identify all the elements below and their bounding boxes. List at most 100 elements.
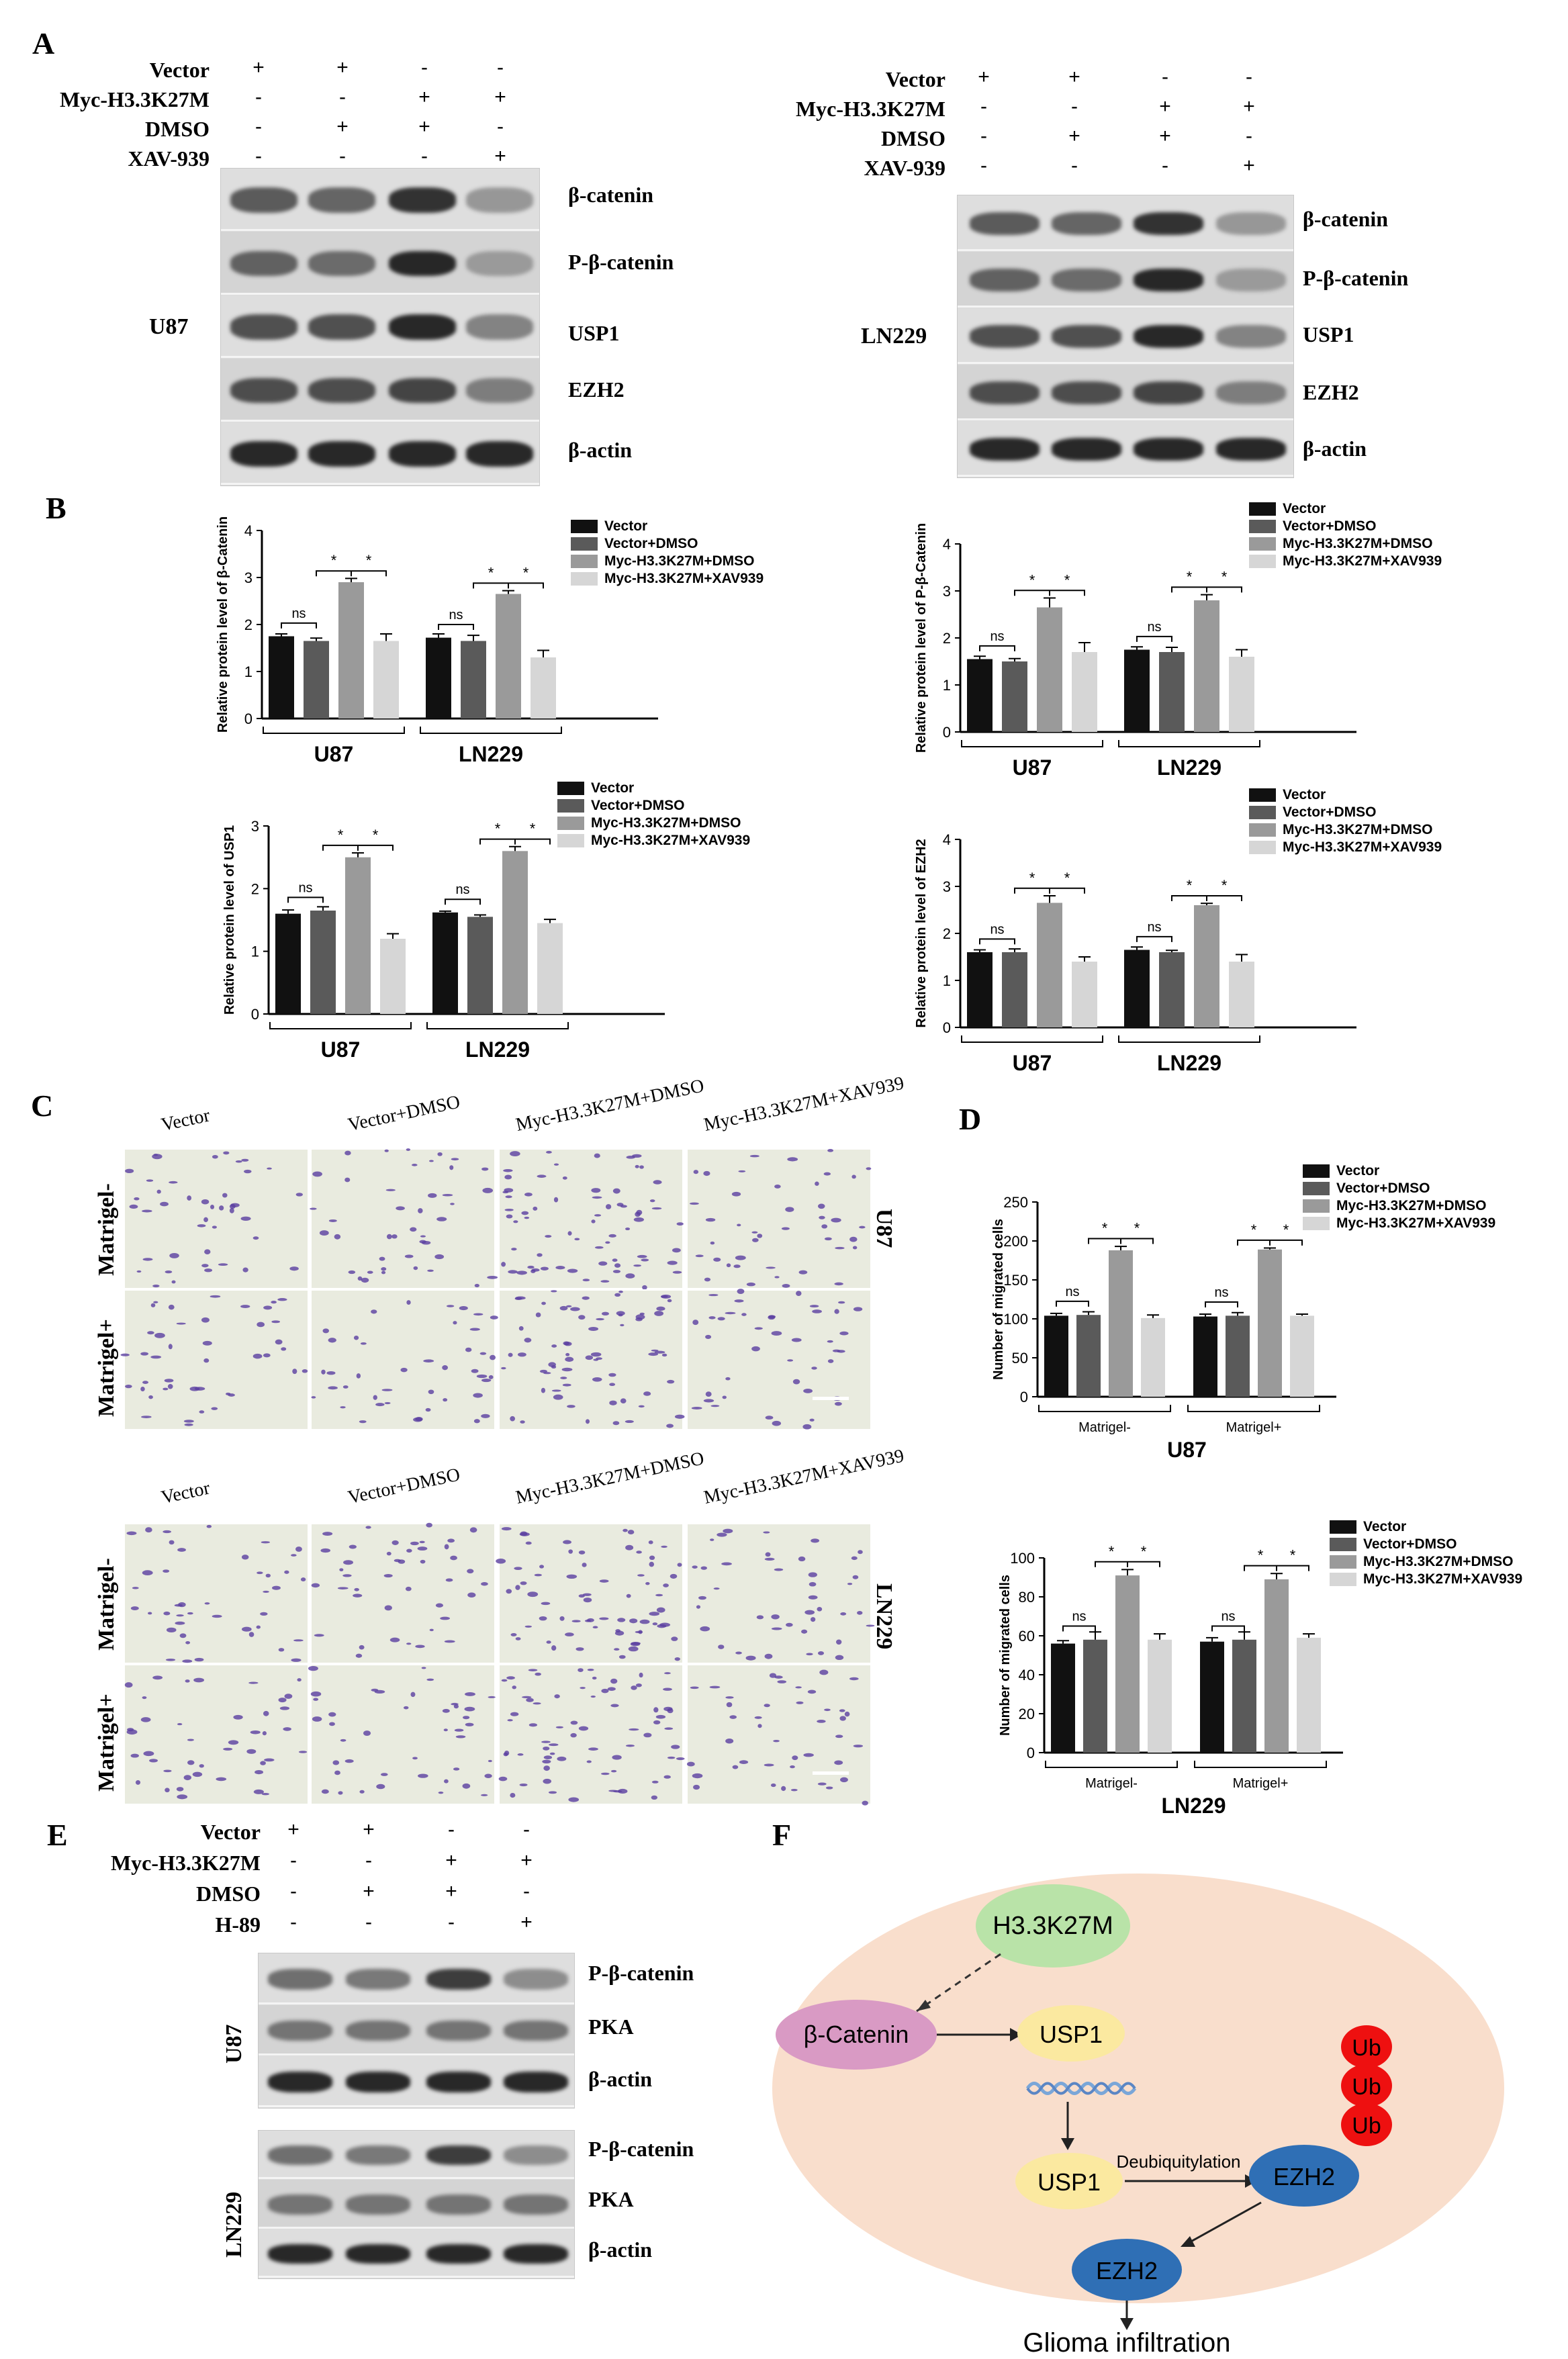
stained-cell <box>741 1313 747 1316</box>
stained-cell <box>751 1346 760 1352</box>
stained-cell <box>177 1548 186 1552</box>
y-tick-label: 2 <box>943 630 951 647</box>
stained-cell <box>817 1607 823 1612</box>
migration-micrograph <box>310 1148 498 1289</box>
blot-label: USP1 <box>1303 322 1354 346</box>
blot-band <box>268 2072 332 2092</box>
legend-swatch <box>1303 1217 1330 1230</box>
treatment-sign: - <box>365 1849 372 1871</box>
stained-cell <box>570 1732 577 1738</box>
stained-cell <box>717 1317 725 1321</box>
scale-bar <box>813 1771 849 1775</box>
stained-cell <box>629 1618 638 1624</box>
stained-cell <box>543 1755 553 1759</box>
star-annotation: * <box>1109 1543 1115 1560</box>
stained-cell <box>353 1593 363 1598</box>
group-bracket <box>1118 740 1260 747</box>
stained-cell <box>540 1266 549 1270</box>
scale-bar <box>813 1397 849 1400</box>
stained-cell <box>481 1582 488 1586</box>
group-label: U87 <box>314 742 354 766</box>
blot-strip <box>221 359 539 422</box>
blot-band <box>308 441 375 467</box>
stained-cell <box>608 1373 616 1377</box>
stained-cell <box>503 1752 508 1757</box>
arrow-h33-to-bcat <box>916 1953 1001 2013</box>
stained-cell <box>371 1688 379 1692</box>
stained-cell <box>754 1716 762 1719</box>
stained-cell <box>310 1691 322 1697</box>
stained-cell <box>313 1698 319 1701</box>
star-annotation: * <box>530 821 536 837</box>
stained-cell <box>427 1269 434 1273</box>
stained-cell <box>428 1389 434 1395</box>
stained-cell <box>218 1263 228 1266</box>
stained-cell <box>821 1224 828 1229</box>
stained-cell <box>653 1180 662 1185</box>
bar <box>1148 1639 1172 1753</box>
stained-cell <box>201 1199 210 1205</box>
stained-cell <box>580 1687 586 1690</box>
treatment-sign: - <box>1162 66 1168 88</box>
stained-cell <box>631 1642 641 1645</box>
stained-cell <box>440 1616 451 1620</box>
blot-band <box>466 377 533 404</box>
stained-cell <box>567 1268 578 1273</box>
y-tick-label: 0 <box>1027 1745 1035 1761</box>
stained-cell <box>635 1314 645 1320</box>
stained-cell <box>428 1160 434 1162</box>
stained-cell <box>798 1270 808 1275</box>
stained-cell <box>267 1167 272 1170</box>
stained-cell <box>179 1633 187 1638</box>
stained-cell <box>514 1297 522 1301</box>
stained-cell <box>553 1163 559 1166</box>
ns-annotation: ns <box>455 882 469 897</box>
stained-cell <box>241 1626 252 1632</box>
blot-strip <box>259 2131 574 2180</box>
stained-cell <box>692 1320 699 1326</box>
stained-cell <box>631 1685 637 1690</box>
stained-cell <box>526 1698 534 1702</box>
stained-cell <box>693 1784 700 1790</box>
treatment-sign: + <box>1068 125 1080 147</box>
x-axis-label: U87 <box>1167 1438 1207 1462</box>
y-tick-label: 50 <box>1012 1350 1028 1367</box>
stained-cell <box>501 1679 508 1682</box>
group-label: U87 <box>321 1037 361 1062</box>
stained-cell <box>199 1410 205 1414</box>
stained-cell <box>147 1331 154 1335</box>
stained-cell <box>654 1311 664 1316</box>
group-label: U87 <box>1013 755 1052 780</box>
stained-cell <box>348 1270 356 1275</box>
stained-cell <box>202 1340 212 1346</box>
stained-cell <box>141 1416 152 1418</box>
blot-band <box>230 441 297 467</box>
stained-cell <box>187 1612 193 1615</box>
stained-cell <box>620 1205 627 1208</box>
panel-e-cell-line-label: U87 <box>222 2024 246 2064</box>
stained-cell <box>142 1209 152 1213</box>
stained-cell <box>696 1605 701 1609</box>
y-axis-label: Number of migrated cells <box>998 1575 1013 1736</box>
stained-cell <box>721 1562 732 1566</box>
stained-cell <box>135 1779 141 1785</box>
stained-cell <box>531 1268 540 1272</box>
stained-cell <box>733 1264 741 1268</box>
stained-cell <box>774 1184 781 1189</box>
blot-label: β-actin <box>588 2237 653 2262</box>
group-label: LN229 <box>459 742 523 766</box>
stained-cell <box>142 1570 153 1576</box>
blot-band <box>346 2020 410 2041</box>
stained-cell <box>246 1749 257 1754</box>
stained-cell <box>671 1636 678 1641</box>
stained-cell <box>297 1678 302 1682</box>
legend-label: Vector+DMSO <box>604 536 698 551</box>
bar <box>1083 1639 1107 1753</box>
group-label: Matrigel+ <box>1233 1776 1289 1791</box>
stained-cell <box>677 1563 682 1567</box>
legend-label: Myc-H3.3K27M+XAV939 <box>1363 1571 1522 1587</box>
stained-cell <box>559 1616 565 1621</box>
treatment-sign: - <box>1071 154 1078 177</box>
stained-cell <box>571 1620 581 1623</box>
